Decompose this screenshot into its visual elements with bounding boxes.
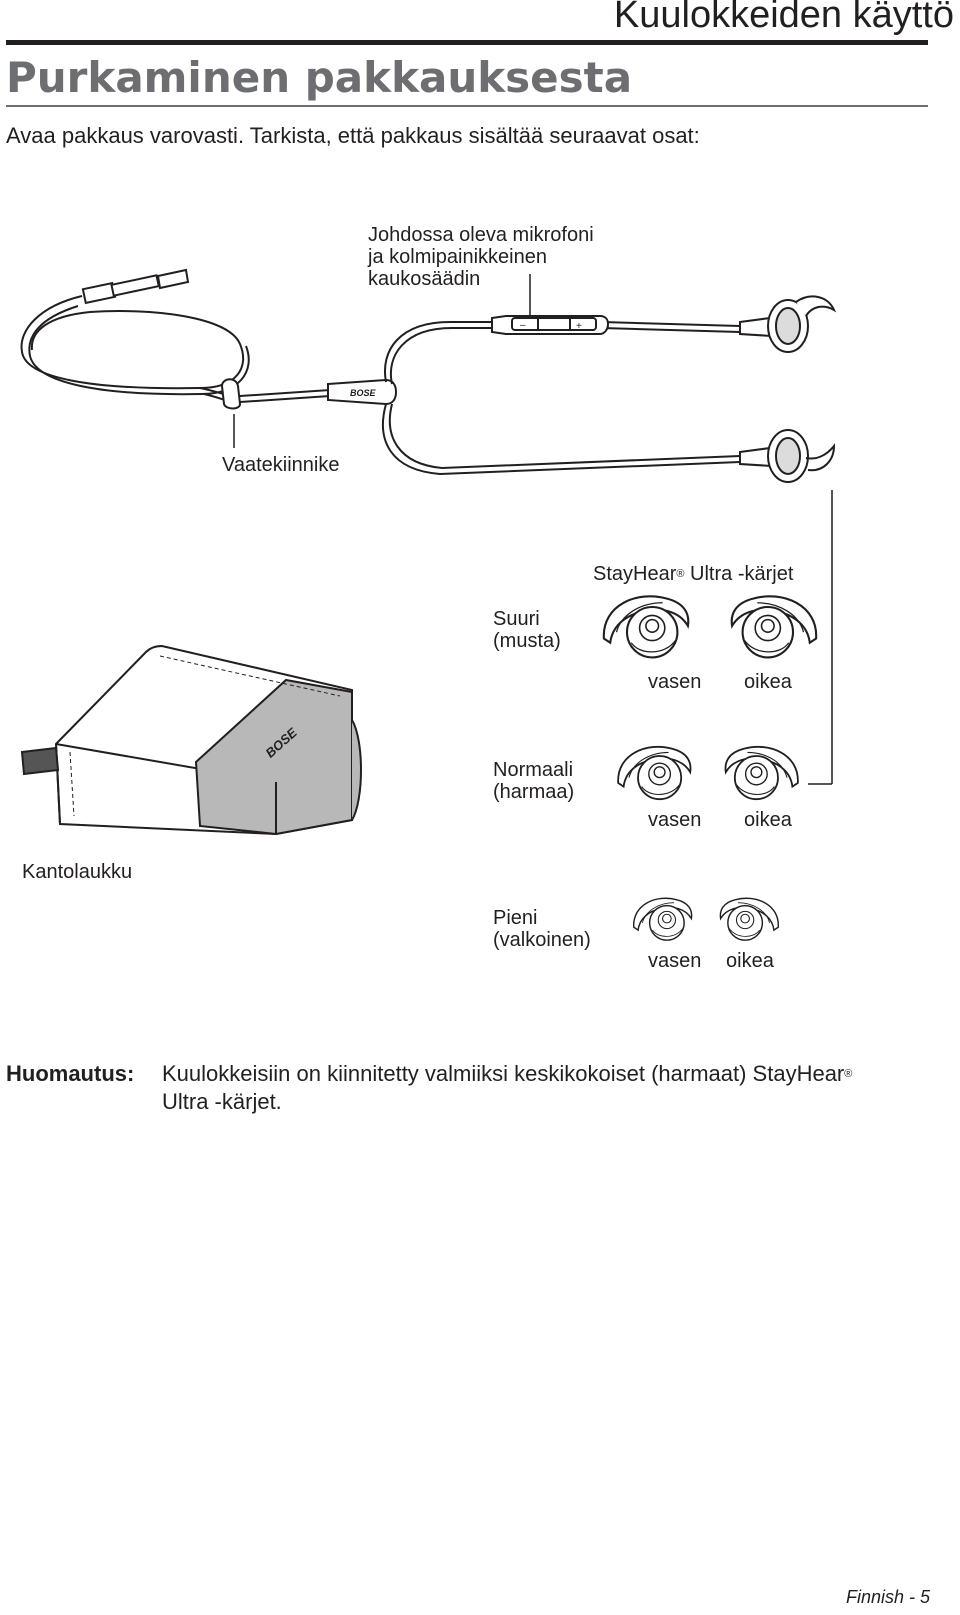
note-text: Kuulokkeisiin on kiinnitetty valmiiksi k…: [162, 1060, 902, 1116]
tip-small-left: [632, 897, 693, 941]
case-label: Kantolaukku: [22, 861, 133, 883]
page-footer: Finnish - 5: [845, 1587, 930, 1607]
tip-medium-label: Normaali (harmaa): [493, 759, 575, 803]
tip-large-label: Suuri (musta): [493, 608, 561, 652]
note-label: Huomautus:: [6, 1061, 135, 1086]
tips-title: StayHear® Ultra -kärjet: [593, 563, 793, 585]
note-registered-mark: ®: [844, 1068, 853, 1080]
tip-small-left-label: vasen: [648, 950, 702, 972]
heading-rule: [6, 105, 928, 107]
header-rule: [6, 40, 928, 45]
splitter-brand: BOSE: [350, 388, 377, 398]
section-title: Kuulokkeiden käyttö: [613, 0, 954, 36]
note-text-suffix: Ultra -kärjet.: [162, 1089, 282, 1114]
tips-title-text: StayHear: [593, 563, 677, 585]
tip-large-right: [730, 595, 818, 659]
tip-medium-left-label: vasen: [648, 809, 702, 831]
tip-medium-right-label: oikea: [744, 809, 792, 831]
intro-text: Avaa pakkaus varovasti. Tarkista, että p…: [6, 123, 700, 148]
tip-medium-right: [724, 745, 799, 801]
svg-text:+: +: [576, 321, 582, 332]
tip-large-right-label: oikea: [744, 671, 792, 693]
page-heading: Purkaminen pakkauksesta: [6, 53, 633, 102]
remote-label: Johdossa oleva mikrofoni ja kolmipainikk…: [368, 224, 594, 290]
tips-title-suffix: Ultra -kärjet: [684, 563, 794, 585]
tip-small-right: [719, 897, 780, 941]
tip-large-left: [602, 595, 690, 659]
tip-small-right-label: oikea: [726, 950, 774, 972]
tip-large-left-label: vasen: [648, 671, 702, 693]
svg-text:–: –: [520, 320, 526, 331]
clip-label: Vaatekiinnike: [222, 454, 340, 476]
tip-small-label: Pieni (valkoinen): [493, 907, 591, 951]
registered-mark: ®: [676, 568, 685, 580]
package-contents-illustration: BOSE – +: [20, 268, 837, 941]
tip-medium-left: [617, 745, 692, 801]
note-text-main: Kuulokkeisiin on kiinnitetty valmiiksi k…: [162, 1061, 845, 1086]
